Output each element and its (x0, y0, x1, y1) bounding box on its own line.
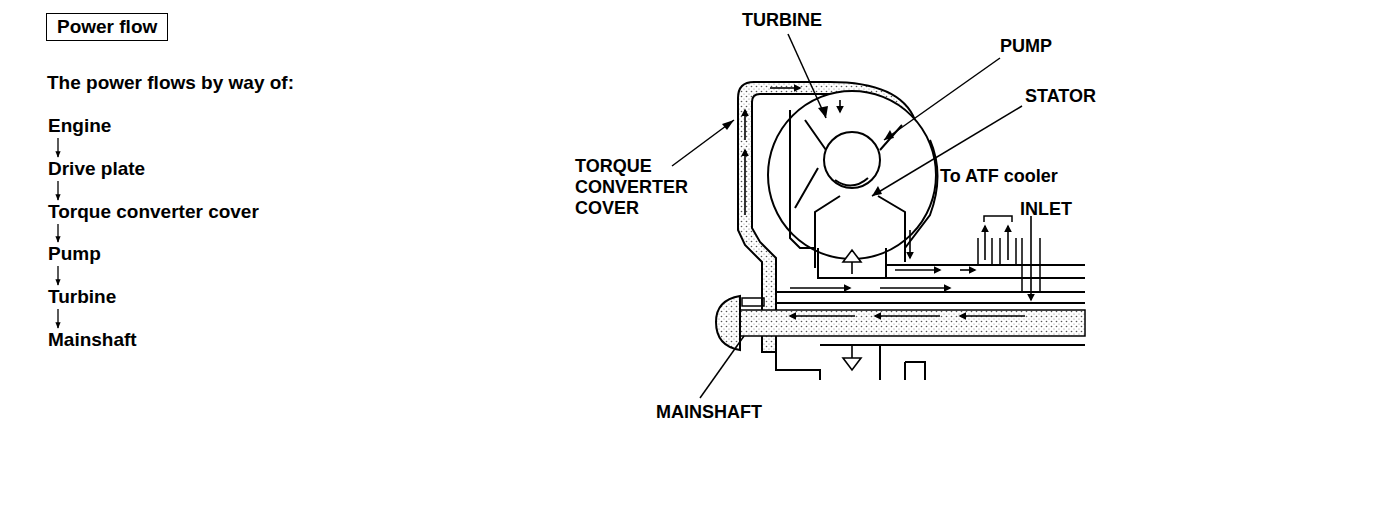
flow-step: Mainshaft (47, 329, 138, 351)
flow-arrow (57, 309, 58, 328)
flow-step: Drive plate (47, 158, 146, 180)
stator-shaft (886, 265, 1085, 278)
part-label: TURBINE (742, 10, 822, 31)
step-name: Turbine (48, 286, 116, 308)
flow-arrow (57, 266, 58, 285)
flow-step: Torque converter cover (47, 201, 260, 223)
flow-step: Engine (47, 115, 112, 137)
step-name: Drive plate (48, 158, 145, 180)
hollow-arrow (843, 250, 861, 274)
pump-shell (905, 140, 938, 262)
core-ring (824, 132, 880, 188)
flow-arrow (57, 138, 58, 157)
step-name: Mainshaft (48, 329, 137, 351)
bracket (984, 216, 1012, 222)
title-box: Power flow (46, 13, 168, 41)
turbine-vane (795, 120, 902, 208)
step-name: Engine (48, 115, 111, 137)
flow-arrow (57, 224, 58, 242)
mainshaft-nose (716, 296, 740, 350)
flow-arrow (57, 181, 58, 200)
step-name: Pump (48, 243, 101, 265)
stator-hub (815, 196, 905, 248)
flow-step: Turbine (47, 286, 117, 308)
hub-lines (776, 292, 1085, 303)
stator-blade (835, 178, 868, 186)
mainshaft (722, 310, 1085, 336)
torus-outline (768, 91, 936, 259)
part-label: MAINSHAFT (656, 402, 762, 423)
part-label: STATOR (1025, 86, 1096, 107)
part-label: INLET (1020, 199, 1072, 220)
lower-hub (776, 342, 1085, 380)
stator-web (818, 248, 886, 278)
part-label: TORQUE CONVERTER COVER (575, 156, 715, 219)
leader-lines (672, 34, 1022, 398)
hollow-arrow (843, 346, 861, 370)
hub-slot (742, 298, 764, 306)
part-label: PUMP (1000, 36, 1052, 57)
intro-text: The power flows by way of: (47, 72, 294, 93)
part-label: To ATF cooler (940, 166, 1058, 187)
step-name: Torque converter cover (48, 201, 259, 223)
flow-step: Pump (47, 243, 102, 265)
turbine-shell (790, 110, 815, 268)
